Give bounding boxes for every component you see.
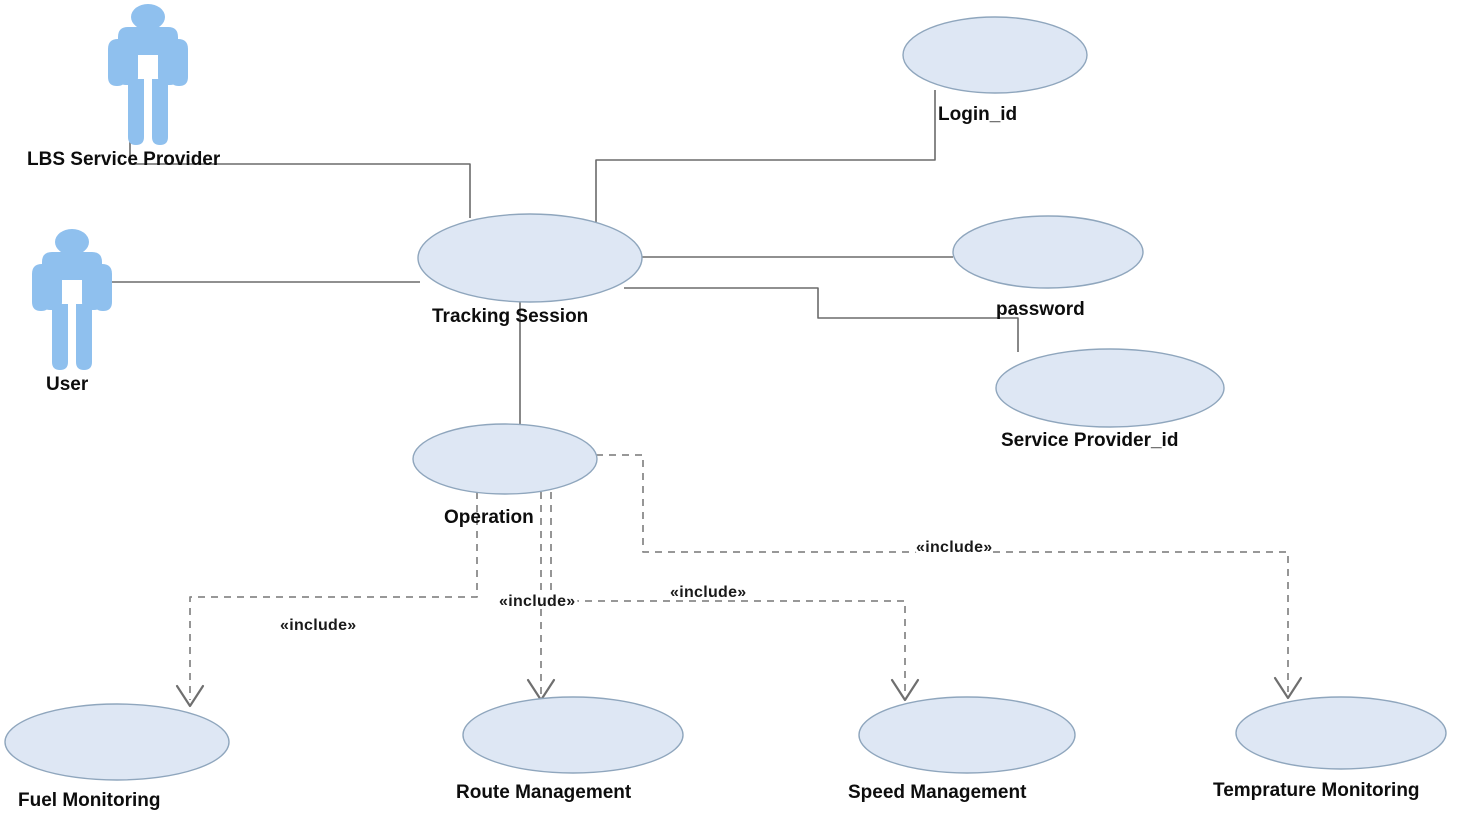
include-arrowhead-operation-includes-temprature <box>1273 676 1303 700</box>
include-stereotype-label-operation-includes-speed: «include» <box>670 584 747 601</box>
use-case-login_id[interactable]: Login_id <box>902 16 1088 125</box>
use-case-label-login_id: Login_id <box>938 104 1017 125</box>
use-case-ellipse-speed_management[interactable] <box>858 696 1076 774</box>
use-case-operation[interactable]: Operation <box>412 423 598 528</box>
include-stereotype-halo: «include» <box>916 539 993 556</box>
actor-arm-left-icon <box>108 39 126 86</box>
use-case-label-tracking_session: Tracking Session <box>432 306 588 327</box>
actor-arm-right-icon <box>94 264 112 311</box>
use-case-label-fuel_monitoring: Fuel Monitoring <box>18 790 160 811</box>
use-case-ellipse-password[interactable] <box>952 215 1144 289</box>
use-case-temprature_monitoring[interactable]: Temprature Monitoring <box>1213 696 1447 801</box>
include-line-operation-includes-fuel <box>189 492 478 700</box>
use-case-ellipse-temprature_monitoring[interactable] <box>1235 696 1447 770</box>
actor-head-icon <box>131 4 165 30</box>
association-line-tracking-to-login <box>595 90 936 230</box>
use-case-ellipse-fuel_monitoring[interactable] <box>4 703 230 781</box>
actor-leg-left-icon <box>52 304 68 370</box>
actor-lbs[interactable]: LBS Service Provider <box>27 4 221 170</box>
include-arrowhead-operation-includes-speed <box>890 678 920 702</box>
use-case-label-speed_management: Speed Management <box>848 782 1027 803</box>
include-stereotype-label-operation-includes-route: «include» <box>499 593 576 610</box>
actor-leg-right-icon <box>152 79 168 145</box>
use-case-route_management[interactable]: Route Management <box>456 696 684 803</box>
use-case-password[interactable]: password <box>952 215 1144 320</box>
include-stereotype-halo: «include» <box>499 593 576 610</box>
association-line-lbs-to-tracking <box>129 78 471 218</box>
include-stereotype-halo: «include» <box>280 617 357 634</box>
actor-torso-icon <box>42 252 102 310</box>
association-line-tracking-to-service-provider <box>624 287 1019 352</box>
actor-label-user: User <box>46 374 89 395</box>
association-lines-layer <box>110 78 1019 425</box>
use-case-speed_management[interactable]: Speed Management <box>848 696 1076 803</box>
use-case-ellipse-service_provider_id[interactable] <box>995 348 1225 428</box>
use-case-nodes-layer: Tracking Session Login_id passwordService … <box>4 16 1447 811</box>
use-case-label-password: password <box>996 299 1085 320</box>
include-stereotype-label-operation-includes-fuel: «include» <box>280 617 357 634</box>
use-case-label-temprature_monitoring: Temprature Monitoring <box>1213 780 1420 801</box>
use-case-ellipse-route_management[interactable] <box>462 696 684 774</box>
use-case-label-service_provider_id: Service Provider_id <box>1001 430 1178 451</box>
actor-leg-left-icon <box>128 79 144 145</box>
actor-arm-left-icon <box>32 264 50 311</box>
include-line-operation-includes-speed <box>550 492 906 694</box>
use-case-label-route_management: Route Management <box>456 782 632 803</box>
include-line-operation-includes-temprature <box>596 454 1289 692</box>
use-case-ellipse-operation[interactable] <box>412 423 598 495</box>
use-case-ellipse-login_id[interactable] <box>902 16 1088 94</box>
include-lines-layer <box>175 454 1303 708</box>
use-case-fuel_monitoring[interactable]: Fuel Monitoring <box>4 703 230 811</box>
actor-leg-right-icon <box>76 304 92 370</box>
include-arrowhead-operation-includes-fuel <box>175 684 205 708</box>
use-case-ellipse-tracking_session[interactable] <box>417 213 643 303</box>
include-stereotype-halo: «include» <box>670 584 747 601</box>
actor-torso-icon <box>118 27 178 85</box>
actor-head-icon <box>55 229 89 255</box>
actor-arm-right-icon <box>170 39 188 86</box>
include-stereotype-label-operation-includes-temprature: «include» <box>916 539 993 556</box>
actor-user[interactable]: User <box>32 229 112 395</box>
actor-label-lbs: LBS Service Provider <box>27 149 221 170</box>
use-case-tracking_session[interactable]: Tracking Session <box>417 213 643 327</box>
use-case-service_provider_id[interactable]: Service Provider_id <box>995 348 1225 451</box>
use-case-label-operation: Operation <box>444 507 534 528</box>
include-stereotype-labels-layer: «include»«include»«include»«include»«inc… <box>277 536 995 637</box>
